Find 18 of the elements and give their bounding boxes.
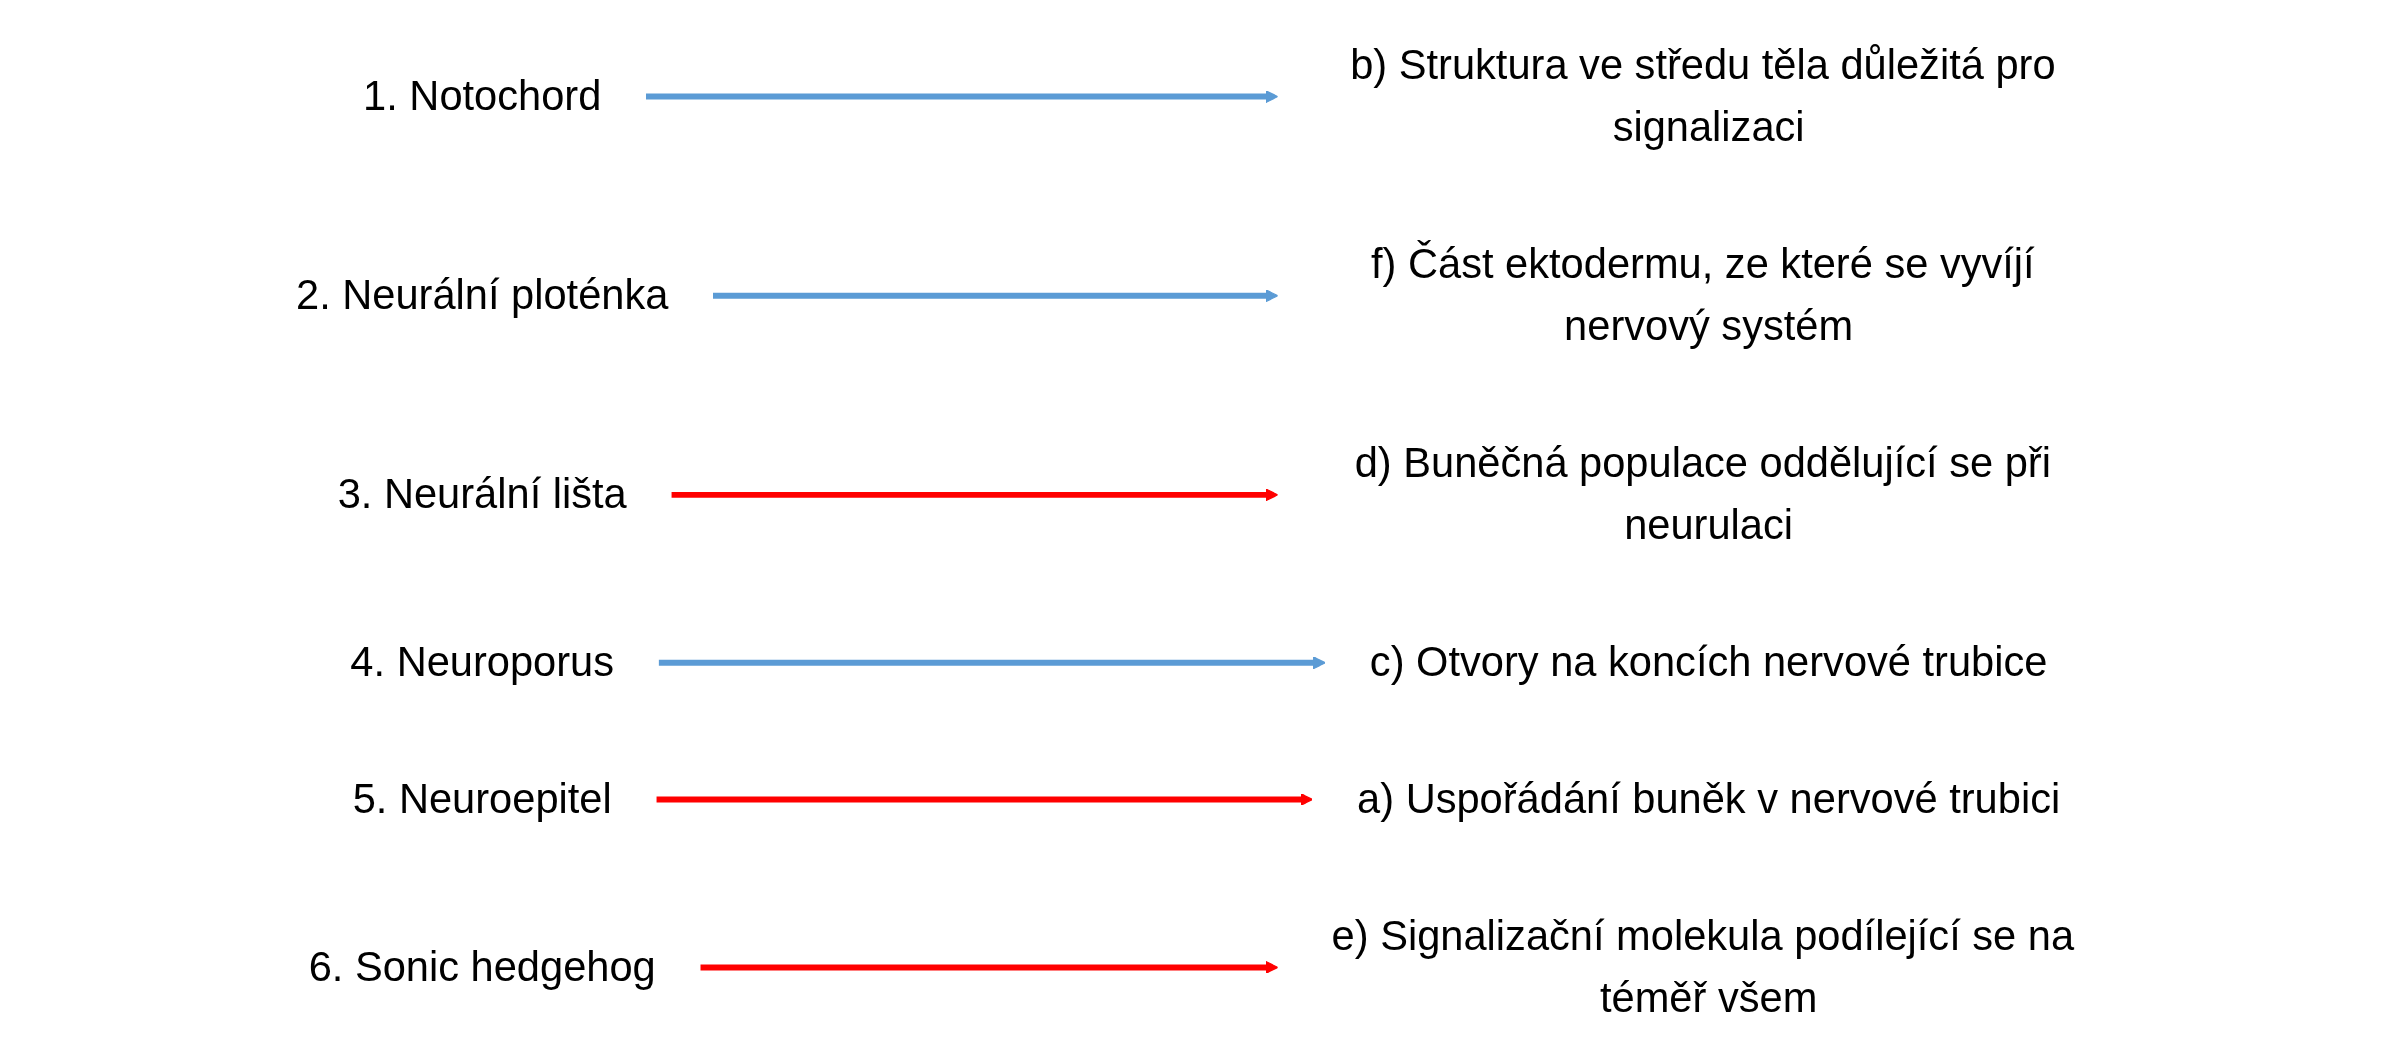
node-text: 4. Neuroporus bbox=[350, 638, 615, 686]
node-text: 3. Neurální lišta bbox=[337, 471, 627, 518]
arrow bbox=[700, 960, 1279, 974]
node-text: d) Buněčná populace oddělující se při neurulaci bbox=[1354, 439, 2051, 549]
arrow bbox=[658, 656, 1326, 670]
node-text: 5. Neuroepitel bbox=[352, 775, 612, 822]
node-text: 6. Sonic hedgehog bbox=[308, 943, 656, 990]
arrow bbox=[713, 289, 1279, 303]
node-text: a) Uspořádání buněk v nervové trubici bbox=[1357, 775, 2061, 822]
node-text: e) Signalizační molekula podílející se na téměř všem bbox=[1331, 912, 2075, 1021]
node-text: f) Část ektodermu, ze které se vyvíjí nervový systém bbox=[1371, 240, 2035, 350]
node-text: c) Otvory na koncích nervové trubice bbox=[1369, 638, 2048, 686]
node-text: b) Struktura ve středu těla důležitá pro signalizaci bbox=[1350, 41, 2056, 151]
node-text: 2. Neurální ploténka bbox=[296, 271, 669, 319]
arrow bbox=[645, 90, 1279, 104]
node-text: 1. Notochord bbox=[363, 72, 602, 119]
arrow bbox=[671, 488, 1279, 502]
arrow bbox=[656, 792, 1314, 806]
